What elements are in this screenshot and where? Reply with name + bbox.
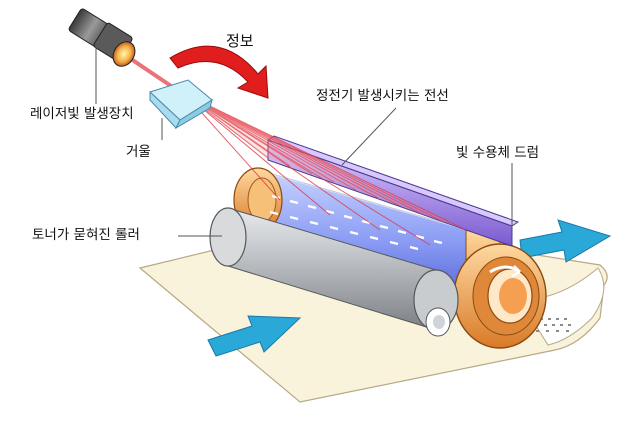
toner-roller — [209, 207, 459, 337]
laser-fan-sheet — [185, 94, 466, 230]
label-toner-roller: 토너가 묻혀진 롤러 — [32, 227, 140, 243]
paper-in-arrow — [207, 315, 302, 357]
paper-curl — [519, 267, 605, 346]
label-mirror: 거울 — [126, 144, 151, 160]
label-laser-device: 레이저빛 발생장치 — [30, 106, 134, 122]
leader-lines — [95, 46, 513, 237]
latent-image-dashes — [269, 194, 443, 251]
laser-beam — [123, 53, 467, 246]
mirror — [149, 79, 213, 130]
laser-device — [68, 8, 136, 67]
info-arrow — [169, 45, 269, 99]
label-info: 정보 — [226, 32, 254, 50]
label-corona-wire: 정전기 발생시키는 전선 — [316, 88, 449, 104]
paper-out-arrow — [519, 219, 612, 263]
label-photoreceptor-drum: 빛 수용체 드럼 — [456, 145, 540, 161]
